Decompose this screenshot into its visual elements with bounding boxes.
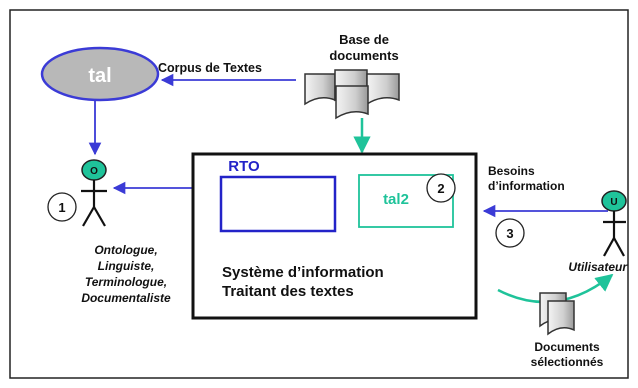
base-label-line2: documents: [329, 48, 398, 63]
docs-selected-line2: sélectionnés: [531, 355, 604, 369]
docs-selected-line1: Documents: [534, 340, 600, 354]
rto-label: RTO: [228, 158, 260, 175]
actor-left-letter: O: [90, 166, 98, 177]
tal-label: tal: [88, 65, 111, 87]
role-linguiste: Linguiste,: [98, 259, 155, 273]
documents-stack-icon: [304, 69, 400, 120]
actor-right-letter: U: [610, 197, 617, 208]
utilisateur-actor-icon: [601, 190, 627, 257]
system-label-line1: Système d’information: [222, 264, 384, 281]
selected-documents-icon: [539, 292, 575, 336]
base-label-line1: Base de: [339, 32, 389, 47]
tal2-box: [358, 174, 454, 228]
outer-frame: [9, 9, 629, 379]
tal2-label: tal2: [383, 191, 409, 208]
step-3-badge: 3: [495, 218, 525, 248]
ontologue-actor-icon: [81, 159, 107, 227]
besoins-line1: Besoins: [488, 164, 535, 178]
step-2-badge: 2: [426, 173, 456, 203]
step-2-label: 2: [437, 181, 444, 196]
role-documentaliste: Documentaliste: [81, 291, 171, 305]
besoins-line2: d’information: [488, 179, 565, 193]
role-ontologue: Ontologue,: [94, 243, 157, 257]
tal-node: tal: [40, 46, 160, 102]
corpus-label: Corpus de Textes: [158, 61, 262, 75]
step-1-label: 1: [58, 200, 65, 215]
rto-box: [219, 175, 337, 233]
role-terminologue: Terminologue,: [85, 275, 167, 289]
step-3-label: 3: [506, 226, 513, 241]
system-label-line2: Traitant des textes: [222, 283, 354, 300]
utilisateur-label: Utilisateur: [568, 260, 628, 274]
step-1-badge: 1: [47, 192, 77, 222]
